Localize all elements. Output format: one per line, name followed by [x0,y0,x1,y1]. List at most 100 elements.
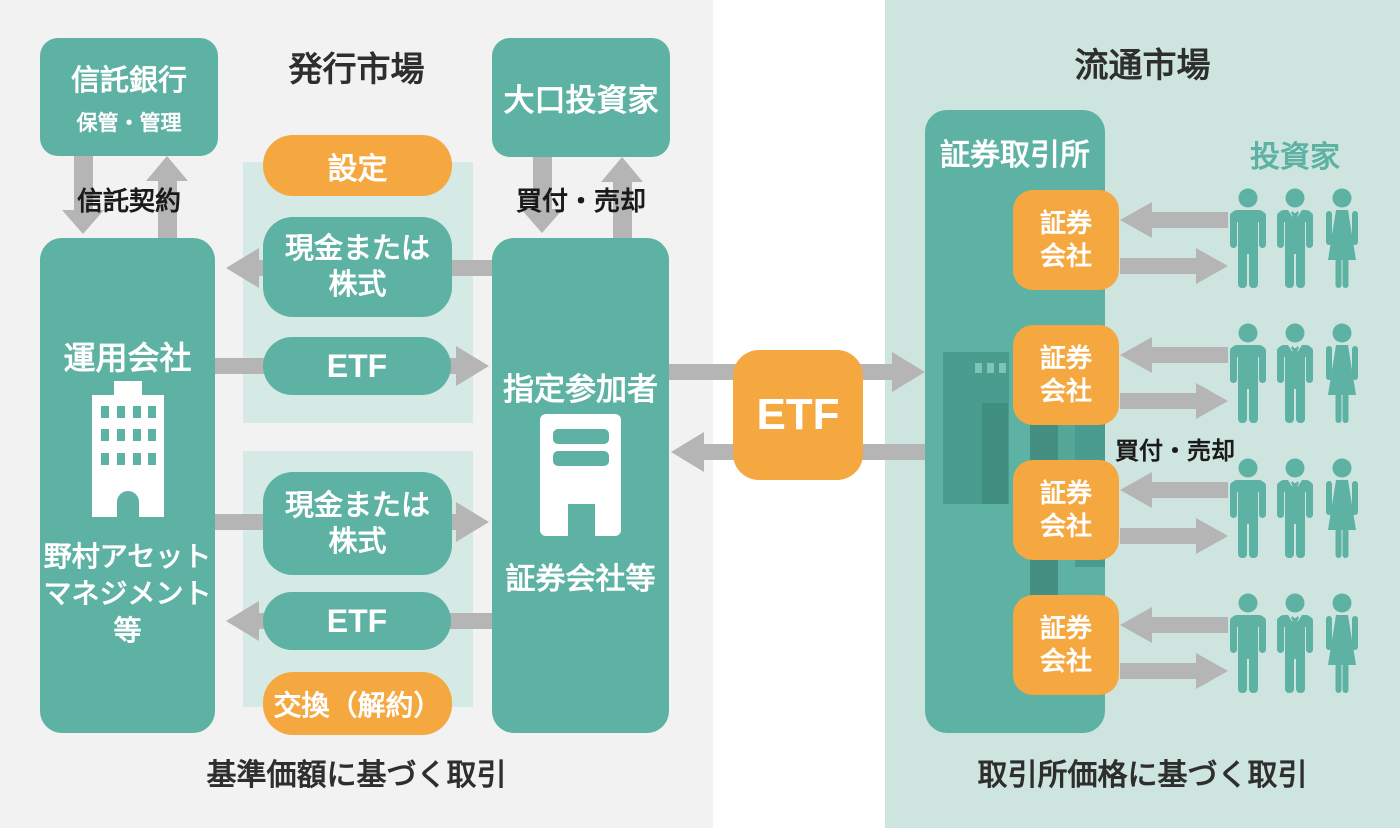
trust-contract-label: 信託契約 [76,186,181,216]
arrow-shaft [1152,347,1228,363]
cash-or-stock-line1: 現金または [284,233,430,265]
management-company-box: 運用会社 野村アセット マネジメント 等 [40,238,215,733]
etf-lower-label: ETF [326,602,388,639]
management-name-line3: 等 [113,615,142,646]
arrow-head-left [1120,472,1152,508]
designated-participant-title: 指定参加者 [503,372,658,407]
arrow-shaft [1120,663,1196,679]
building-window-dot [987,363,994,373]
arrow-shaft [158,181,177,238]
arrow-shaft [1152,212,1228,228]
management-name-line1: 野村アセット [43,541,212,572]
arrow-head-right [1196,383,1228,419]
arrow-head-left [226,248,259,288]
person-woman-icon [1326,593,1358,693]
etf-lower-pill: ETF [263,592,451,650]
cash-or-stock-lower-pill: 現金または 株式 [263,472,452,575]
large-investor-title: 大口投資家 [503,83,659,118]
management-company-title: 運用会社 [63,340,192,376]
broker-box: 証券 会社 [1013,190,1119,290]
person-woman-icon [1326,323,1358,423]
person-man-tie-icon [1275,458,1315,558]
person-man-tie-icon [1275,323,1315,423]
broker-label-line2: 会社 [1039,241,1092,271]
person-woman-icon [1326,458,1358,558]
arrow-head-right [1196,653,1228,689]
broker-box: 証券 会社 [1013,460,1119,560]
broker-label-line2: 会社 [1039,646,1092,676]
broker-label-line1: 証券 [1039,478,1092,508]
building-window-dot [999,363,1006,373]
person-man-icon [1230,188,1266,288]
issuance-buy-sell-label: 買付・売却 [515,186,646,216]
cash-or-stock-line1: 現金または [284,489,430,522]
person-man-tie-icon [1275,188,1315,288]
broker-label-line1: 証券 [1039,208,1092,238]
arrow-shaft [533,157,552,211]
arrow-shaft [74,156,93,212]
setup-pill: 設定 [263,135,452,196]
arrow-head-up [601,157,643,182]
arrow-head-left [1120,607,1152,643]
person-man-icon [1230,593,1266,693]
person-man-icon [1230,458,1266,558]
etf-upper-pill: ETF [263,337,451,395]
trust-bank-title: 信託銀行 [70,65,187,97]
cash-or-stock-line2: 株式 [328,525,387,558]
arrow-head-down [62,210,104,234]
arrow-head-left [671,432,704,472]
building-door-shape [982,403,1008,504]
arrow-head-down [521,209,563,233]
arrow-shaft [613,182,632,238]
cash-or-stock-line2: 株式 [328,269,387,301]
arrow-head-up [146,156,188,181]
broker-label-line2: 会社 [1039,511,1092,541]
investors-label: 投資家 [1250,141,1340,174]
broker-box: 証券 会社 [1013,325,1119,425]
arrow-head-left [226,601,259,641]
designated-participant-subtitle: 証券会社等 [505,563,656,596]
building-window-dot [975,363,982,373]
arrow-shaft [1120,258,1196,274]
broker-label-line1: 証券 [1039,613,1092,643]
cash-or-stock-upper-pill: 現金または 株式 [263,217,452,317]
issuance-market-title: 発行市場 [288,51,425,89]
secondary-caption: 取引所価格に基づく取引 [977,759,1308,792]
investor-group [1228,593,1362,695]
person-man-icon [1230,323,1266,423]
etf-upper-label: ETF [326,347,388,384]
arrow-head-right [1196,518,1228,554]
etf-center-box: ETF [733,350,863,480]
secondary-market-title: 流通市場 [1074,47,1211,85]
large-investor-box: 大口投資家 [492,38,670,157]
etf-center-label: ETF [756,390,840,439]
arrow-head-left [1120,337,1152,373]
office-tower-building-icon [92,381,164,517]
management-name-line2: マネジメント [43,578,212,609]
redeem-pill: 交換（解約） [263,672,452,735]
management-company-name: 野村アセット マネジメント 等 [40,538,215,649]
investor-group [1228,458,1362,560]
person-man-tie-icon [1275,593,1315,693]
redeem-label: 交換（解約） [273,689,442,721]
broker-label-line1: 証券 [1039,343,1092,373]
trust-bank-box: 信託銀行 保管・管理 [40,38,218,156]
person-woman-icon [1326,188,1358,288]
issuance-caption: 基準価額に基づく取引 [206,759,507,792]
setup-label: 設定 [327,152,388,186]
investor-group [1228,323,1362,425]
office-building-icon [540,414,621,536]
broker-box: 証券 会社 [1013,595,1119,695]
designated-participant-box: 指定参加者 証券会社等 [492,238,669,733]
stock-exchange-title: 証券取引所 [940,139,1090,172]
arrow-head-right [456,346,489,386]
investor-group [1228,188,1362,290]
arrow-head-right [456,502,489,542]
broker-label-line2: 会社 [1039,376,1092,406]
arrow-head-right [892,352,925,392]
arrow-shaft [1152,482,1228,498]
trust-bank-subtitle: 保管・管理 [76,112,182,135]
secondary-buy-sell-label: 買付・売却 [1115,438,1235,465]
arrow-shaft [1152,617,1228,633]
